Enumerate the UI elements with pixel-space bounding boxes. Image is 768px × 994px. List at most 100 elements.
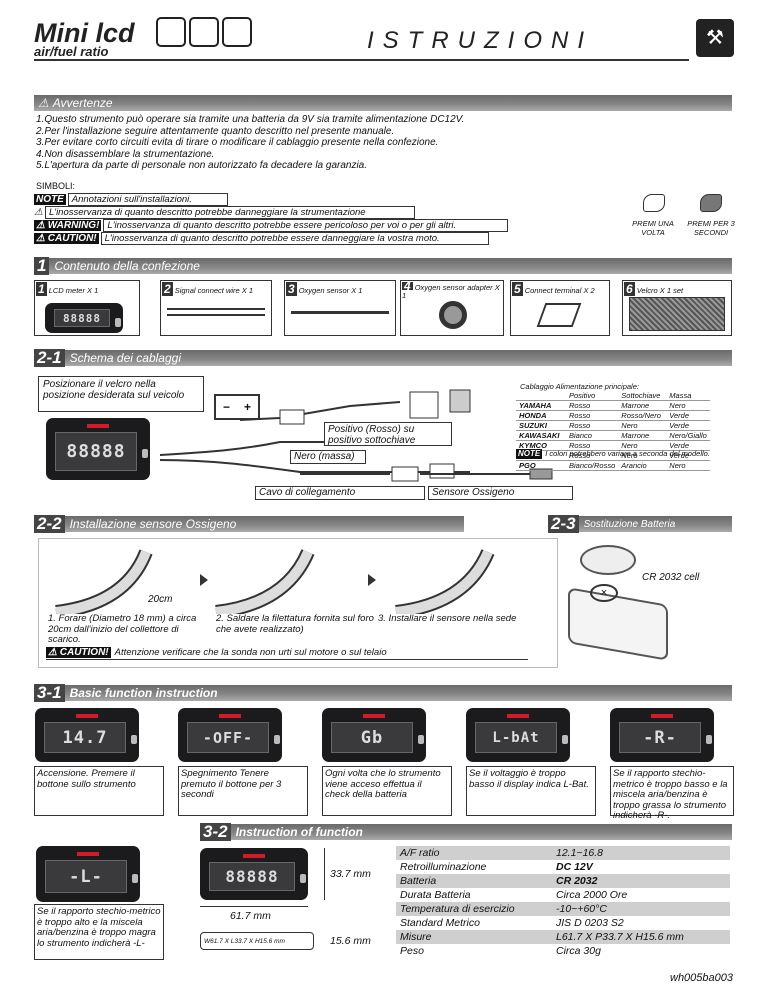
header-icons: [156, 17, 252, 47]
warning-tag: ⚠ WARNING!: [34, 220, 102, 231]
sensore-label: Sensore Ossigeno: [428, 486, 573, 500]
press-3s-icon: [700, 194, 722, 212]
function-caption: Spegnimento Tenere premuto il bottone pe…: [178, 766, 308, 816]
battery-icon: −+: [214, 394, 260, 420]
height-dim: 33.7 mm: [330, 868, 371, 880]
wash-icon: [156, 17, 186, 47]
note-tag: NOTE: [34, 194, 66, 205]
function-caption: Accensione. Premere il bottone sullo str…: [34, 766, 164, 816]
connect-terminal-image: [536, 303, 582, 327]
width-dim-line: [200, 906, 308, 907]
function-caption: Se il voltaggio è troppo basso il displa…: [466, 766, 596, 816]
positivo-label: Positivo (Rosso) su positivo sottochiave: [324, 422, 452, 446]
width-dim: 61.7 mm: [230, 910, 271, 922]
table-row: Temperatura di esercizio-10~+60°C: [396, 902, 730, 916]
velcro-note: Posizionare il velcro nella posizione de…: [38, 376, 204, 412]
wiring-table-title: Cablaggio Alimentazione principale:: [520, 382, 639, 391]
doc-code: wh005ba003: [670, 972, 734, 984]
brand-subtitle: air/fuel ratio: [34, 44, 109, 59]
caution-triangle-icon: ⚠: [34, 207, 43, 218]
step-2: 2. Saldare la filettatura fornita sul fo…: [216, 613, 374, 635]
lcd-meter: 88888: [46, 418, 150, 480]
lcd-display: -L-: [36, 846, 140, 902]
premi-3s-label: PREMI PER 3 SECONDI: [687, 219, 735, 237]
dim-20cm: 20cm: [148, 594, 173, 605]
caution-tag: ⚠ CAUTION!: [34, 233, 99, 244]
adapter-image: [439, 301, 467, 329]
page-title: ISTRUZIONI: [367, 27, 593, 54]
oxygen-sensor-image: [291, 311, 389, 314]
battery-cell-icon: [580, 545, 636, 575]
lcd-display: 14.7: [35, 708, 139, 762]
sensor-caution: ⚠ CAUTION! Attenzione verificare che la …: [46, 646, 528, 660]
lcd-display: L-bAt: [466, 708, 570, 762]
warnings-header: ⚠Avvertenze: [34, 95, 732, 111]
oxygen-sensor-diagram: [300, 466, 553, 482]
tri-text: L'inosservanza di quanto descritto potre…: [44, 206, 415, 219]
cell-label: CR 2032 cell: [642, 572, 700, 583]
lcd-display: -OFF-: [178, 708, 282, 762]
step-1: 1. Forare (Diametro 18 mm) a circa 20cm …: [48, 613, 197, 645]
brand-title: Mini lcd: [34, 18, 135, 48]
tools-icon: ⚒: [696, 19, 734, 57]
warnings-list: 1.Questo strumento può operare sia trami…: [36, 114, 464, 172]
warning-line: 5.L'apertura da parte di personale non a…: [36, 160, 368, 171]
warning-text: L'inosservanza di quanto descritto potre…: [103, 219, 509, 232]
depth-dim: 15.6 mm: [330, 935, 371, 947]
function-caption: Se il rapporto stechio-metrico è troppo …: [610, 766, 734, 821]
caution-text: Attenzione verificare che la sonda non u…: [114, 647, 387, 658]
lcd-display: Gb: [322, 708, 426, 762]
meter-back-image: [568, 587, 668, 661]
warning-line: 4.Non disassemblare la strumentazione.: [36, 148, 215, 160]
cavo-label: Cavo di collegamento: [255, 486, 425, 500]
lcd-meter-front: 88888: [200, 848, 308, 900]
sun-icon: [222, 17, 252, 47]
velcro-image: [629, 297, 725, 331]
warning-line: 3.Per evitare corto circuiti evita di ti…: [36, 137, 439, 148]
note-text: Annotazioni sull'installazioni.: [67, 193, 228, 206]
premi-once-label: PREMI UNA VOLTA: [632, 219, 674, 237]
warning-line: 2.Per l'installazione seguire attentamen…: [36, 125, 395, 137]
press-once-icon: [643, 194, 665, 212]
spray-icon: [189, 17, 219, 47]
caution-text: L'inosservanza di quanto descritto potre…: [100, 232, 489, 245]
meter-side-view: W61.7 X L33.7 X H15.6 mm: [200, 932, 314, 950]
battery-slot-icon: ×: [590, 584, 618, 602]
height-dim-line: [324, 848, 325, 900]
lcd-display: -R-: [610, 708, 714, 762]
signal-wire-image: [167, 308, 265, 316]
lean-caption: Se il rapporto stechio-metrico è troppo …: [34, 904, 164, 960]
header-rule: [34, 59, 689, 61]
nero-label: Nero (massa): [290, 450, 366, 464]
warning-line: 1.Questo strumento può operare sia trami…: [36, 114, 465, 125]
lcd-meter-image: 88888: [45, 303, 123, 333]
caution-tag: ⚠ CAUTION!: [46, 647, 111, 658]
